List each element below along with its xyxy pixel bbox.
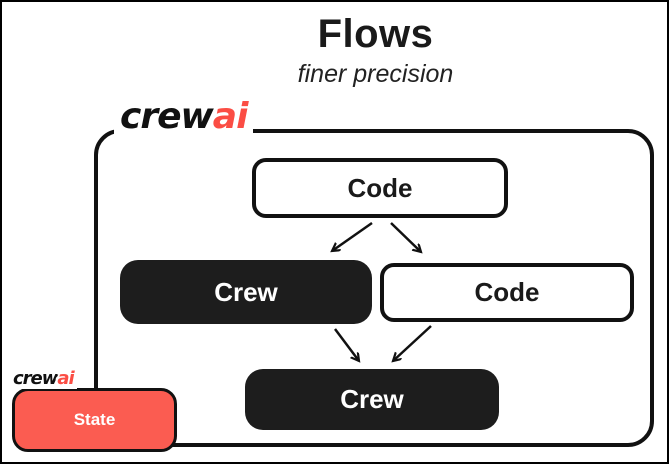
crewai-logo-small: crewai [10, 368, 77, 389]
node-state-label: State [73, 410, 116, 429]
crewai-logo-small-crew: crew [13, 368, 58, 389]
node-code-right: Code [380, 263, 634, 322]
node-state: State [12, 388, 177, 452]
crewai-logo-ai: ai [212, 96, 249, 137]
node-code-right-label: Code [474, 277, 540, 307]
node-crew-bottom: Crew [245, 369, 499, 430]
page-title: Flows [317, 12, 434, 56]
node-crew-left-label: Crew [214, 276, 278, 307]
crewai-logo-small-ai: ai [57, 368, 74, 389]
crewai-logo-crew: crew [120, 96, 214, 137]
crewai-logo: crewai [114, 96, 254, 137]
node-code-top: Code [252, 158, 508, 218]
node-crew-left: Crew [120, 260, 372, 324]
page-subtitle: finer precision [297, 60, 454, 88]
node-crew-bottom-label: Crew [340, 384, 404, 414]
node-code-top-label: Code [347, 172, 413, 203]
